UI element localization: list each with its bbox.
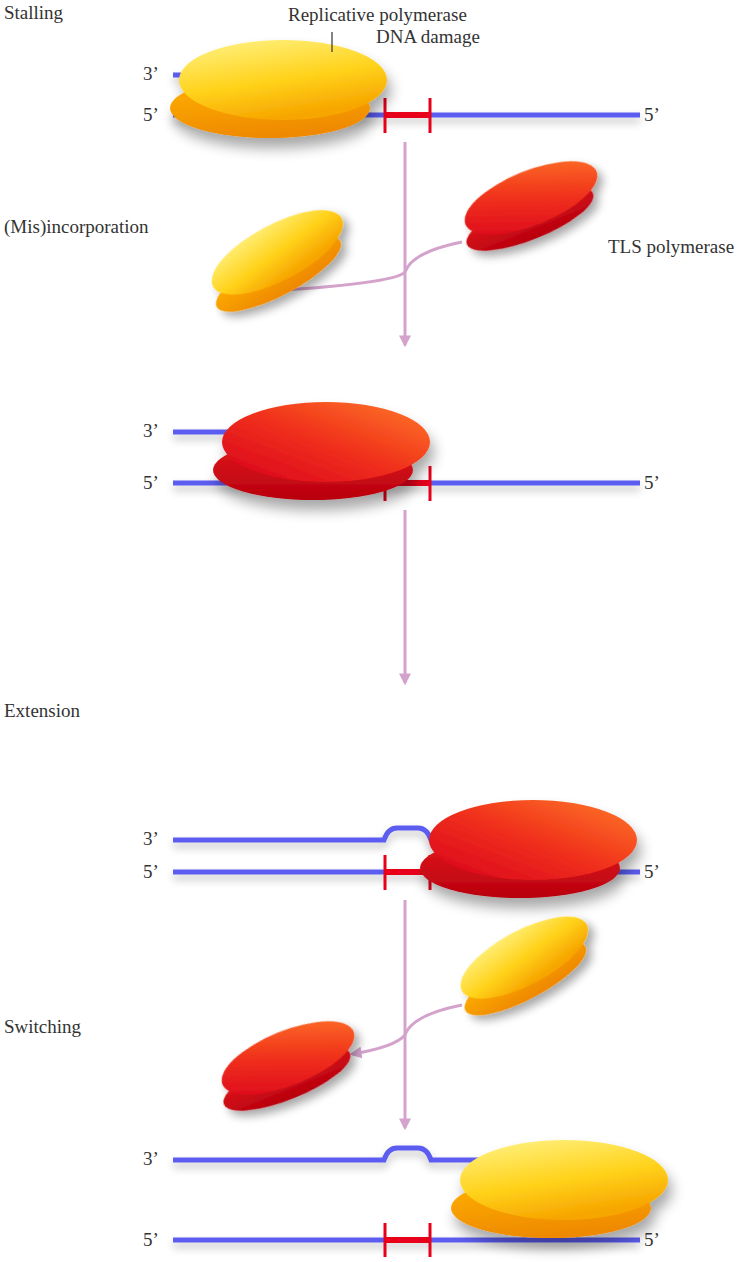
strand-end: 5’ (143, 861, 159, 883)
strand-end: 5’ (644, 104, 660, 126)
strand-end: 3’ (143, 63, 159, 85)
strand-end: 3’ (143, 1148, 159, 1170)
step-title: Switching (4, 1016, 81, 1038)
strand-end: 5’ (143, 472, 159, 494)
flow-arrow (404, 900, 407, 1128)
tls-polymerase (207, 1006, 369, 1123)
replicative-polymerase (444, 900, 606, 1028)
step-title: Stalling (4, 2, 63, 24)
tls-polymerase (213, 402, 430, 500)
strand-end: 5’ (644, 472, 660, 494)
replicative-polymerase (170, 40, 387, 138)
step-title: (Mis)incorporation (4, 216, 149, 238)
flow-arrow (404, 142, 407, 345)
flow-arrow (405, 1005, 462, 1035)
part-label: Replicative polymerase (288, 4, 467, 26)
part-label: TLS polymerase (608, 236, 734, 258)
replicative-polymerase (451, 1140, 668, 1238)
dna-damage (385, 98, 430, 133)
strand-end: 5’ (143, 104, 159, 126)
replicative-polymerase (194, 194, 360, 326)
dna-damage (385, 1223, 430, 1257)
strand-end: 3’ (143, 828, 159, 850)
flow-arrow (404, 510, 407, 683)
tls-polymerase (420, 800, 637, 898)
leader-line (331, 32, 332, 52)
flow-arrow (405, 242, 462, 272)
step-title: Extension (4, 700, 80, 722)
part-label: DNA damage (376, 26, 480, 48)
strand-end: 5’ (644, 861, 660, 883)
tls-polymerase (450, 146, 612, 263)
strand-end: 5’ (644, 1229, 660, 1251)
strand-end: 5’ (143, 1229, 159, 1251)
flow-arrow (352, 1035, 405, 1054)
strand-end: 3’ (143, 420, 159, 442)
